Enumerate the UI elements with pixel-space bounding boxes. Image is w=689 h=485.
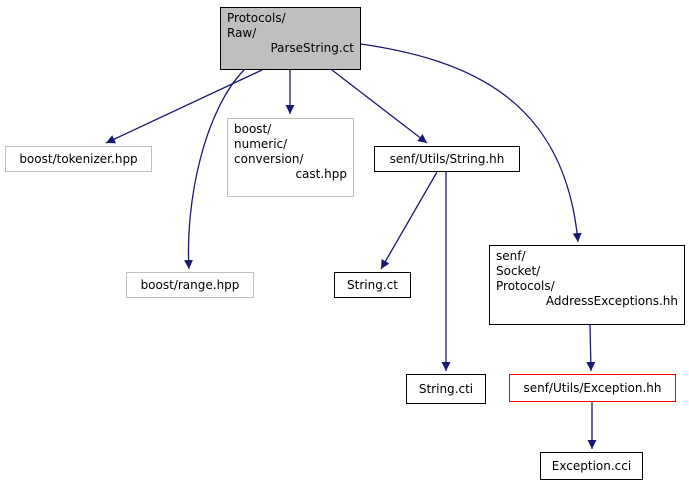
edge-parse-string-ct-to-senf-string-hh: [331, 69, 428, 144]
node-address-exceptions[interactable]: senf/ Socket/ Protocols/ AddressExceptio…: [489, 245, 685, 325]
node-label-line: ParseString.ct: [270, 41, 354, 55]
node-label-line: String.cti: [418, 381, 474, 396]
node-label-line: Protocols/: [496, 279, 555, 293]
node-label-line: boost/range.hpp: [140, 277, 240, 292]
node-boost-range[interactable]: boost/range.hpp: [126, 272, 254, 298]
node-label-line: String.ct: [347, 277, 398, 292]
node-label-line: Raw/: [227, 26, 257, 40]
node-label-line: senf/Utils/Exception.hh: [523, 380, 662, 395]
edge-parse-string-ct-to-boost-range: [183, 69, 245, 270]
node-label-line: Protocols/: [227, 11, 286, 25]
node-label-line: conversion/: [234, 152, 304, 166]
node-parse-string-ct[interactable]: Protocols/ Raw/ ParseString.ct: [220, 7, 361, 70]
node-label-line: AddressExceptions.hh: [545, 294, 678, 308]
edge-senf-string-hh-to-string-ct: [380, 171, 438, 270]
node-label-line: senf/Utils/String.hh: [389, 151, 505, 166]
node-senf-string-hh[interactable]: senf/Utils/String.hh: [374, 146, 520, 172]
node-label-line: senf/: [496, 249, 526, 263]
node-senf-exception-hh[interactable]: senf/Utils/Exception.hh: [509, 374, 676, 402]
node-boost-numeric-cast[interactable]: boost/ numeric/ conversion/ cast.hpp: [227, 118, 354, 197]
edge-address-exceptions-to-senf-exception-hh: [586, 324, 596, 372]
node-label-line: Exception.cci: [551, 458, 632, 473]
node-string-ct[interactable]: String.ct: [334, 272, 411, 298]
node-label-line: cast.hpp: [295, 167, 347, 181]
edge-parse-string-ct-to-address-exceptions: [360, 43, 582, 243]
node-boost-tokenizer[interactable]: boost/tokenizer.hpp: [5, 146, 152, 172]
node-exception-cci[interactable]: Exception.cci: [540, 452, 643, 480]
node-string-cti[interactable]: String.cti: [406, 374, 486, 404]
edge-parse-string-ct-to-boost-tokenizer: [105, 69, 263, 144]
node-label-line: Socket/: [496, 264, 541, 278]
node-label-line: numeric/: [234, 137, 288, 151]
node-label-line: boost/tokenizer.hpp: [19, 151, 138, 166]
node-label-line: boost/: [234, 122, 272, 136]
